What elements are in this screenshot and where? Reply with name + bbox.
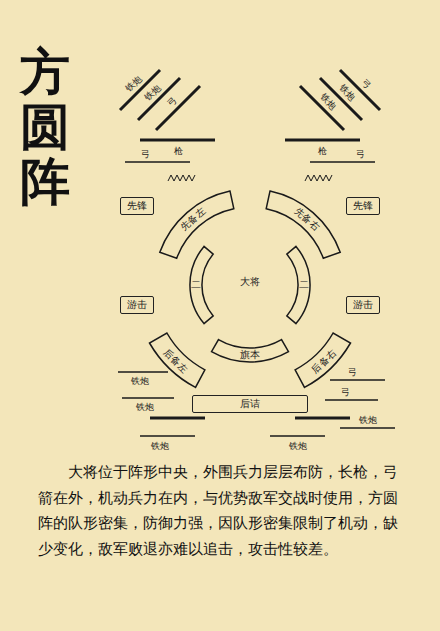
band-shape [266,191,340,258]
cavalry-zigzag [305,175,332,181]
unit-band: 先备右 [264,189,343,261]
unit-box: 后诘 [192,395,308,413]
band-shape [160,191,234,258]
gun-line [122,397,174,399]
unit-label: 弓 [141,150,150,159]
gun-line [118,371,168,373]
caption-text: 大将位于阵形中央，外围兵力层层布防，长枪，弓箭在外，机动兵力在内，与优势敌军交战… [38,460,412,562]
unit-label: 铁炮 [359,416,377,425]
spear-bar [295,417,350,420]
unit-name: 后诘 [199,398,301,410]
gun-line [340,427,395,429]
band-shape [287,246,310,323]
unit-name: 游击 [127,299,147,311]
unit-name: 旗本 [240,350,260,360]
band-shape [212,340,289,362]
unit-name: 二 [191,280,201,290]
unit-label: 弓 [360,78,373,91]
unit-name: 先锋 [353,200,373,212]
unit-box: 先锋 [346,197,380,215]
unit-label: 弓 [356,150,365,159]
band-outline [264,189,343,261]
unit-band: 后备左 [147,331,207,390]
spear-bar [140,139,215,142]
unit-label: 铁炮 [131,377,149,386]
unit-name: 二 [299,280,309,290]
unit-label: 弓 [348,368,357,377]
band-outline [157,189,236,261]
bow-line [300,86,344,130]
bow-line [156,86,200,130]
unit-box: 游击 [120,296,154,314]
spear-bar [285,139,360,142]
unit-label: 铁炮 [289,442,307,451]
unit-band: 先备左 [157,189,236,261]
unit-label: 枪 [318,147,327,156]
gun-line [270,435,325,437]
unit-box: 先锋 [120,197,154,215]
unit-band: 旗本 [209,337,291,364]
unit-label: 铁炮 [151,442,169,451]
bow-line [330,379,385,381]
gun-line [140,435,195,437]
unit-label: 弓 [341,388,350,397]
bow-line [125,161,190,163]
unit-label: 枪 [174,147,183,156]
unit-label: 弓 [166,96,179,109]
band-shape [150,333,205,387]
band-shape [295,333,350,387]
title-text: 方圆阵 [20,44,70,209]
unit-box: 游击 [346,296,380,314]
unit-band: 二 [188,244,216,326]
unit-name: 游击 [353,299,373,311]
general-label: 大将 [240,277,260,287]
band-shape [190,246,213,323]
unit-label: 铁炮 [136,403,154,412]
spear-bar [150,417,205,420]
bow-line [310,161,375,163]
unit-band: 二 [284,244,312,326]
cavalry-zigzag [168,175,195,181]
bow-line [325,399,378,401]
unit-band: 后备右 [293,331,353,390]
unit-name: 先锋 [127,200,147,212]
